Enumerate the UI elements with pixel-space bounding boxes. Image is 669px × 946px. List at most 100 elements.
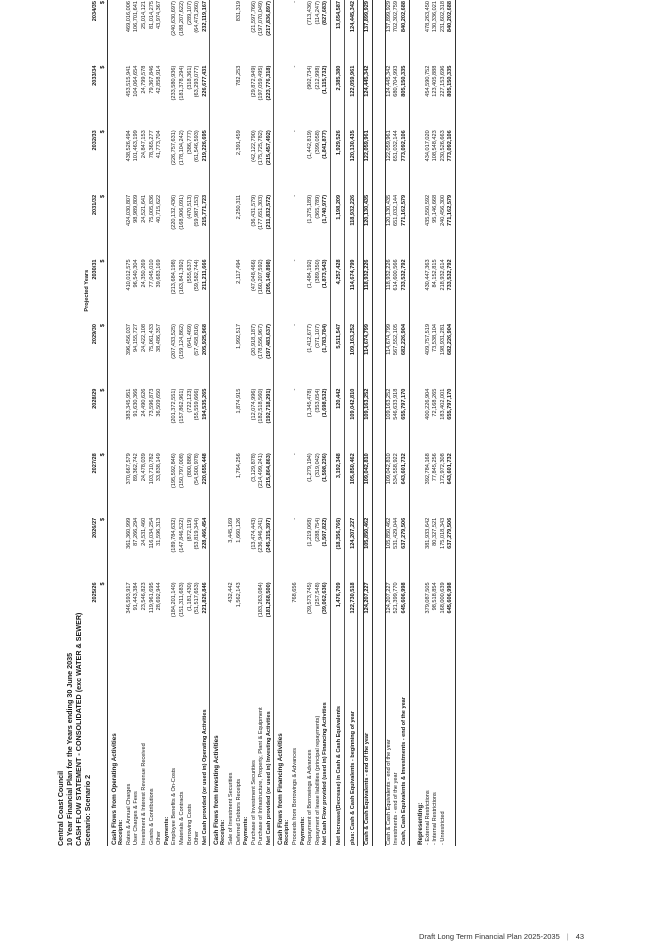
currency-symbol: $ [99, 452, 108, 517]
value-cell: 98,989,809 [133, 194, 140, 223]
value-cell: (183,263,084) [258, 582, 265, 618]
value-cell: 24,478,039 [140, 453, 147, 482]
statement-title: CASH FLOW STATEMENT - CONSOLIDATED (exc … [74, 612, 83, 846]
value-cell: (1,698,532) [322, 387, 331, 453]
value-cell: (175,725,782) [258, 130, 265, 166]
value-cell: (217,836,897) [265, 0, 274, 65]
value-cell: 109,163,252 [385, 388, 392, 420]
value-cell: (1,279,194) [307, 453, 314, 482]
row-label: Net Cash provided (or used in) Investing… [265, 646, 274, 846]
value-cell: (1,375,189) [307, 194, 314, 224]
value-cell: (371,107) [314, 324, 321, 348]
value-cell: 614,600,566 [393, 259, 400, 291]
footer-title: Draft Long Term Financial Plan 2025-2035 [419, 932, 560, 941]
value-cell: (872,119) [186, 517, 193, 542]
line-item-row: Cash, Cash Equivalents & Investments - e… [401, 0, 410, 846]
row-label: - Internal Restrictions [432, 792, 439, 845]
page-footer: Draft Long Term Financial Plan 2025-2035… [419, 932, 584, 941]
row-label: Materials & Contracts [178, 791, 185, 845]
value-cell: (1,740,977) [322, 193, 331, 259]
value-cell: 410,012,575 [125, 259, 132, 291]
value-cell: 2,250,311 [235, 194, 242, 220]
line-item-row: Investments - end of the year 521,399,770… [393, 0, 401, 846]
value-cell: 38,486,357 [156, 324, 163, 353]
currency-symbol: $ [99, 0, 108, 65]
value-cell: (150,797,008) [178, 453, 185, 489]
value-cell: 109,163,252 [363, 387, 373, 453]
value-cell: 183,402,001 [439, 388, 446, 420]
section-heading-row: Representing: [415, 0, 425, 846]
value-cell: 119,961,695 [148, 582, 155, 614]
value-cell: 228,466,454 [201, 516, 210, 582]
value-cell: (211,832,572) [265, 193, 274, 259]
value-cell: 534,558,922 [393, 453, 400, 485]
value-cell: 122,730,518 [349, 581, 358, 646]
value-cell: 130,336,021 [432, 1, 439, 33]
value-cell: 118,932,226 [385, 259, 392, 291]
value-cell: 637,279,506 [401, 516, 410, 582]
value-cell: (181,378,294) [178, 65, 185, 101]
value-cell: (168,906,091) [178, 194, 185, 230]
value-cell: 87,266,294 [133, 517, 140, 546]
value-cell: 79,367,846 [148, 65, 155, 94]
value-cell: (51,517,653) [194, 582, 201, 615]
row-label: Repayment of lease liabilities (principa… [314, 715, 321, 845]
value-cell: 682,226,904 [447, 323, 456, 388]
value-cell: 114,674,799 [385, 324, 392, 355]
currency-symbol: $ [99, 387, 108, 453]
value-cell: 28,692,944 [156, 582, 163, 611]
value-cell: 40,715,622 [156, 194, 163, 223]
value-cell: 104,064,654 [133, 65, 140, 97]
value-cell: (257,548) [314, 582, 321, 607]
plan-title: 10 Year Financial Plan for the Years end… [65, 652, 74, 846]
year-header: 2025/26 [92, 582, 98, 603]
value-cell: (181,268,500) [265, 581, 274, 646]
value-cell: 194,535,265 [201, 387, 210, 453]
value-cell: 392,784,168 [424, 453, 431, 485]
value-cell: (288,754) [314, 517, 321, 542]
row-label: Cash & Cash Equivalents - end of the yea… [385, 739, 392, 845]
value-cell: 840,202,688 [401, 0, 410, 65]
value-cell: (188,207,622) [178, 1, 185, 36]
value-cell: 105,850,462 [349, 452, 358, 517]
value-cell: 226,677,431 [201, 64, 210, 130]
value-cell: 782,253 [235, 65, 242, 86]
value-cell: 651,032,144 [393, 130, 400, 162]
value-cell: - [292, 130, 299, 133]
value-cell: 91,443,384 [133, 582, 140, 611]
row-label: Cash Flows from Financing Activities [276, 733, 284, 845]
value-cell: - [292, 517, 299, 520]
value-cell: (184,201,140) [171, 582, 178, 618]
value-cell: 75,005,836 [148, 194, 155, 223]
value-cell: (64,473,260) [194, 1, 201, 33]
year-header: 2031/32 [92, 194, 98, 216]
value-cell: 24,350,269 [140, 259, 147, 288]
value-cell: (147,846,522) [178, 517, 185, 553]
value-cell: (713,436) [307, 1, 314, 25]
value-cell: (18,356,766) [336, 516, 345, 582]
page-number: 43 [575, 932, 585, 941]
currency-symbol: $ [99, 323, 108, 388]
value-cell: 89,362,742 [133, 453, 140, 482]
value-cell: 118,932,226 [349, 193, 358, 259]
value-cell: 521,399,770 [393, 582, 400, 614]
value-cell: 1,929,526 [336, 129, 345, 194]
value-cell: (151,311,683) [178, 582, 185, 617]
value-cell: 24,521,641 [140, 194, 147, 223]
value-cell: 643,601,732 [401, 452, 410, 517]
row-label: Investments - end of the year [393, 772, 400, 845]
value-cell: 227,153,696 [439, 65, 446, 97]
value-cell: (12,074,996) [250, 388, 257, 421]
value-cell: 2,391,459 [235, 130, 242, 156]
value-cell: 114,674,799 [349, 258, 358, 324]
value-cell: (1,181,430) [186, 582, 193, 612]
value-cell: (53,819,344) [194, 517, 201, 550]
value-cell: (212,998) [314, 65, 321, 90]
value-cell: 454,590,752 [424, 65, 431, 97]
projected-years-label: Projected Years [84, 269, 91, 312]
value-cell: 24,422,108 [140, 324, 147, 353]
